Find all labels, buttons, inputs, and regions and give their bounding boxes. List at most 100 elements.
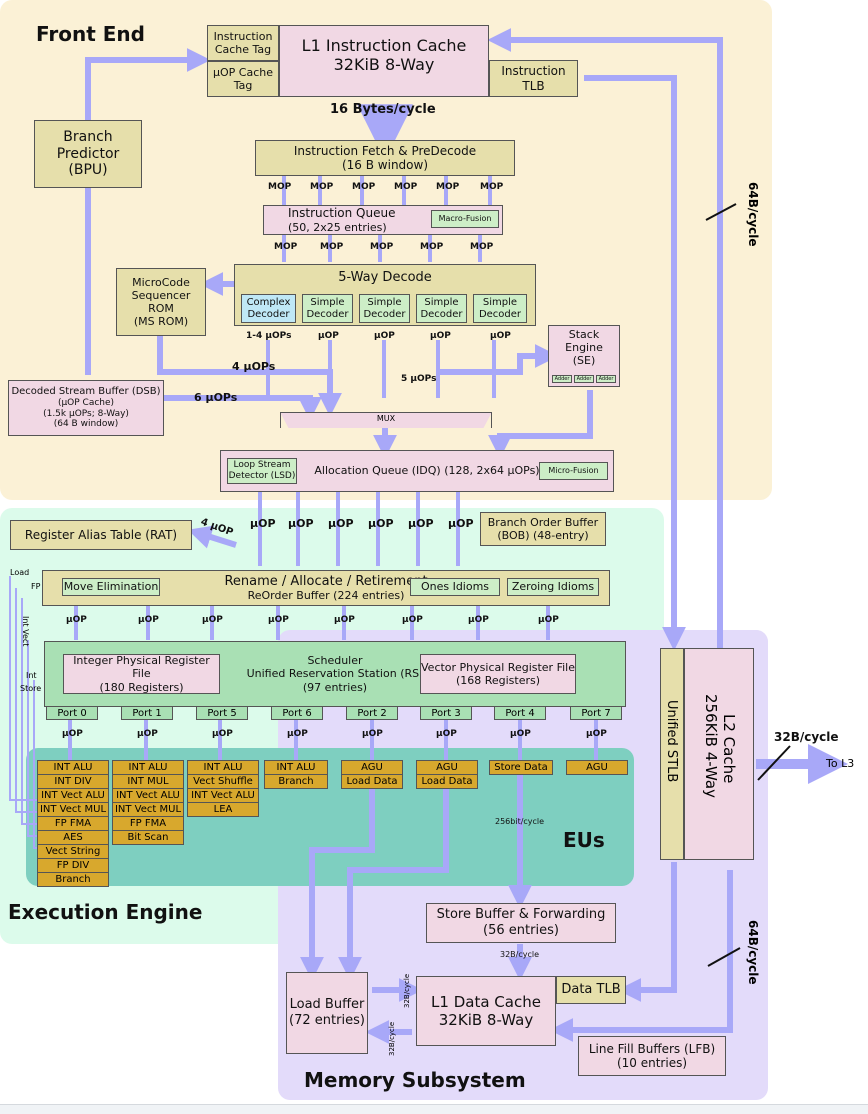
port-5: Port 5: [196, 706, 248, 720]
l1i-l2-rate-label: 64B/cycle: [746, 182, 760, 247]
uop-label: µOP: [586, 729, 607, 739]
uop-label: µOP: [368, 517, 394, 530]
eu-unit: LEA: [213, 804, 233, 815]
uop-label: µOP: [250, 517, 276, 530]
eu-unit: Vect Shuffle: [188, 775, 258, 789]
uop-label: µOP: [436, 729, 457, 739]
eu-unit: AGU: [586, 762, 608, 773]
rate-32b-vertical-label: 32B/cycle: [388, 1021, 396, 1056]
simple-decoder: Simple Decoder: [359, 294, 410, 323]
eu-port-3: AGU Load Data: [416, 760, 478, 789]
uop-label: µOP: [490, 331, 511, 341]
rate-32b-small-label: 32B/cycle: [500, 950, 540, 959]
eu-port-0: INT ALU INT DIV INT Vect ALU INT Vect MU…: [37, 760, 109, 887]
eu-port-5: INT ALU Vect Shuffle INT Vect ALU LEA: [187, 760, 259, 817]
eu-unit: INT ALU: [113, 761, 183, 775]
uop-label: µOP: [288, 517, 314, 530]
mop-label: MOP: [394, 182, 418, 192]
micro-fusion: Micro-Fusion: [539, 462, 608, 480]
eu-unit: Store Data: [494, 762, 548, 773]
eu-unit: AGU: [342, 761, 402, 775]
vector-physical-register-file: Vector Physical Register File(168 Regist…: [420, 654, 576, 694]
uop-label: µOP: [408, 517, 434, 530]
eu-unit: FP FMA: [113, 817, 183, 831]
mop-label: MOP: [352, 182, 376, 192]
macro-fusion: Macro-Fusion: [431, 210, 499, 228]
move-elimination: Move Elimination: [62, 578, 160, 596]
eu-unit: INT Vect ALU: [113, 789, 183, 803]
mop-label: MOP: [274, 242, 298, 252]
uop-label: µOP: [202, 615, 223, 625]
instruction-cache-tag: Instruction Cache Tag: [207, 25, 279, 61]
mux-border: [280, 412, 492, 428]
eu-port-1: INT ALU INT MUL INT Vect ALU INT Vect MU…: [112, 760, 184, 845]
uop-label: µOP: [538, 615, 559, 625]
mux-label: MUX: [376, 414, 396, 423]
load-buffer: Load Buffer(72 entries): [286, 972, 368, 1054]
store-buffer-forwarding: Store Buffer & Forwarding(56 entries): [426, 903, 616, 943]
eu-unit: AES: [38, 831, 108, 845]
eu-unit: Load Data: [421, 776, 473, 787]
mux: [280, 412, 492, 428]
uops-5-label: 5 µOPs: [401, 374, 437, 384]
eu-unit: Vect String: [38, 845, 108, 859]
uop-cache-tag: µOP Cache Tag: [207, 61, 279, 97]
side-int-label: Int: [26, 671, 37, 680]
eu-unit: AGU: [417, 761, 477, 775]
side-fp-label: FP: [31, 582, 41, 591]
mop-label: MOP: [320, 242, 344, 252]
ones-idioms: Ones Idioms: [410, 578, 500, 596]
eu-port-4: Store Data: [489, 760, 553, 775]
mop-label: MOP: [470, 242, 494, 252]
uop-label: µOP: [430, 331, 451, 341]
uop-label: µOP: [334, 615, 355, 625]
eu-unit: INT Vect ALU: [38, 789, 108, 803]
l2-l1d-rate-label: 64B/cycle: [746, 920, 760, 985]
l2-cache: [684, 648, 754, 860]
complex-decoder: Complex Decoder: [241, 294, 296, 323]
memory-subsystem-title: Memory Subsystem: [304, 1068, 526, 1092]
eu-unit: Branch: [278, 776, 314, 787]
uop-label: µOP: [468, 615, 489, 625]
adder: Adder: [596, 375, 616, 383]
uop-label: µOP: [374, 331, 395, 341]
unified-stlb-label: Unified STLB: [664, 700, 679, 783]
port-0: Port 0: [46, 706, 98, 720]
mop-label: MOP: [310, 182, 334, 192]
rate-32b-vertical-label: 32B/cycle: [403, 973, 411, 1008]
uop-label: µOP: [138, 615, 159, 625]
uop-label: µOP: [62, 729, 83, 739]
eu-port-6: INT ALU Branch: [264, 760, 328, 789]
port-7: Port 7: [570, 706, 622, 720]
l2-cache-title: L2 Cache: [720, 714, 738, 784]
uops-1-4-label: 1-4 µOPs: [246, 331, 292, 341]
register-alias-table: Register Alias Table (RAT): [10, 520, 192, 550]
port-3: Port 3: [420, 706, 472, 720]
mop-label: MOP: [268, 182, 292, 192]
simple-decoder: Simple Decoder: [473, 294, 527, 323]
side-load-label: Load: [10, 568, 30, 577]
mop-label: MOP: [370, 242, 394, 252]
eu-unit: INT ALU: [265, 761, 327, 775]
uop-label: µOP: [287, 729, 308, 739]
uop-label: µOP: [362, 729, 383, 739]
uop-label: µOP: [402, 615, 423, 625]
side-store-label: Store: [20, 684, 42, 693]
l2-cache-sub: 256KiB 4-Way: [702, 694, 720, 798]
uop-label: µOP: [328, 517, 354, 530]
eu-unit: FP DIV: [38, 859, 108, 873]
integer-physical-register-file: Integer Physical Register File(180 Regis…: [63, 654, 220, 694]
execution-engine-title: Execution Engine: [8, 900, 203, 924]
side-int-vect-label: Int Vect: [21, 616, 30, 647]
unified-stlb: [660, 648, 684, 860]
mop-label: MOP: [420, 242, 444, 252]
uops-6-label: 6 µOPs: [194, 391, 238, 404]
instruction-fetch-predecode: Instruction Fetch & PreDecode(16 B windo…: [255, 140, 515, 176]
eu-unit: INT ALU: [38, 761, 108, 775]
eu-unit: INT Vect ALU: [188, 789, 258, 803]
uop-label: µOP: [268, 615, 289, 625]
